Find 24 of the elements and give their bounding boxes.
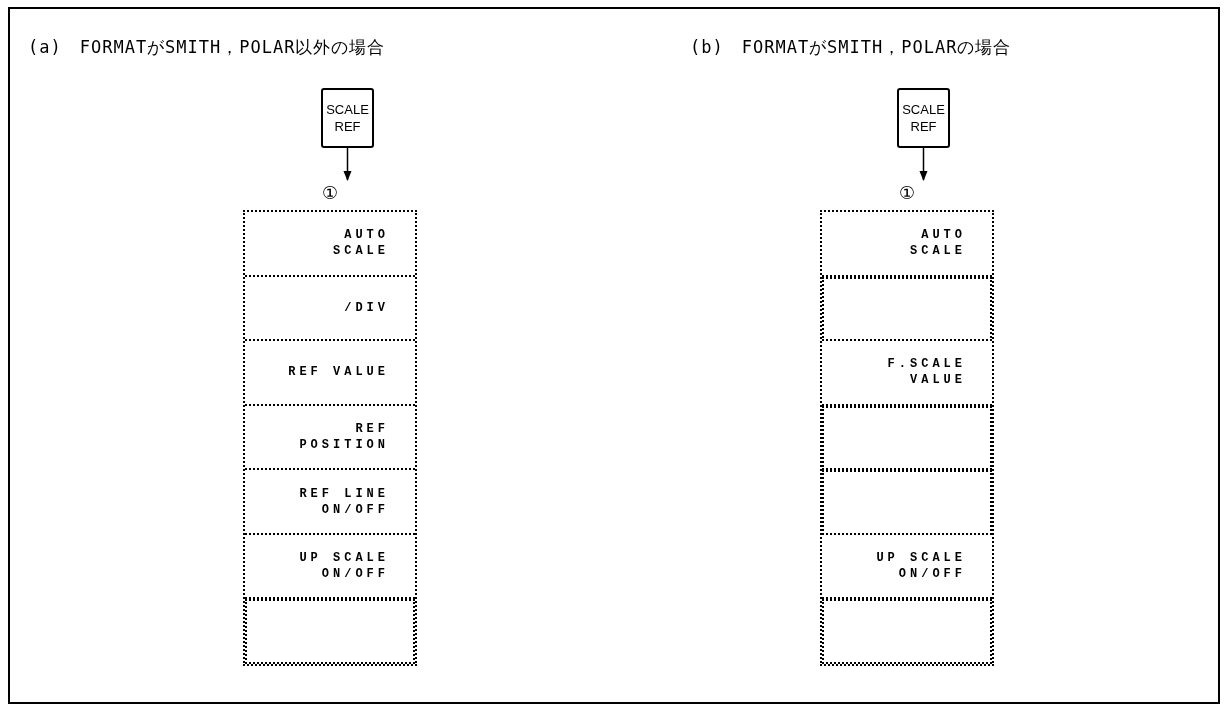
hard-key: SCALE REF xyxy=(321,88,374,148)
soft-key-label: REF VALUE xyxy=(288,364,389,381)
empty-menu-cell xyxy=(822,470,992,535)
callout-number: ① xyxy=(320,182,340,203)
empty-menu-cell xyxy=(822,405,992,471)
soft-key-label: AUTO SCALE xyxy=(909,227,966,260)
soft-key-label: /DIV xyxy=(344,299,389,316)
section-heading: (a) FORMATがSMITH，POLAR以外の場合 xyxy=(28,36,386,59)
soft-key-label: REF POSITION xyxy=(298,421,389,453)
empty-menu-cell xyxy=(822,276,992,342)
soft-key-label: F.SCALE VALUE xyxy=(886,356,966,389)
soft-key-menu-column xyxy=(820,210,994,666)
section-heading: (b) FORMATがSMITH，POLARの場合 xyxy=(690,36,1012,59)
empty-menu-cell xyxy=(822,599,992,664)
soft-key-label: AUTO SCALE xyxy=(332,227,389,260)
arrow xyxy=(919,147,928,182)
soft-key-label: REF LINE ON/OFF xyxy=(298,485,389,518)
soft-key-menu-column xyxy=(243,210,417,666)
soft-key-label: UP SCALE ON/OFF xyxy=(875,550,966,583)
callout-number: ① xyxy=(897,182,917,203)
hard-key: SCALE REF xyxy=(897,88,950,148)
empty-menu-cell xyxy=(245,599,415,664)
arrow xyxy=(343,147,352,182)
soft-key-label: UP SCALE ON/OFF xyxy=(298,550,389,583)
